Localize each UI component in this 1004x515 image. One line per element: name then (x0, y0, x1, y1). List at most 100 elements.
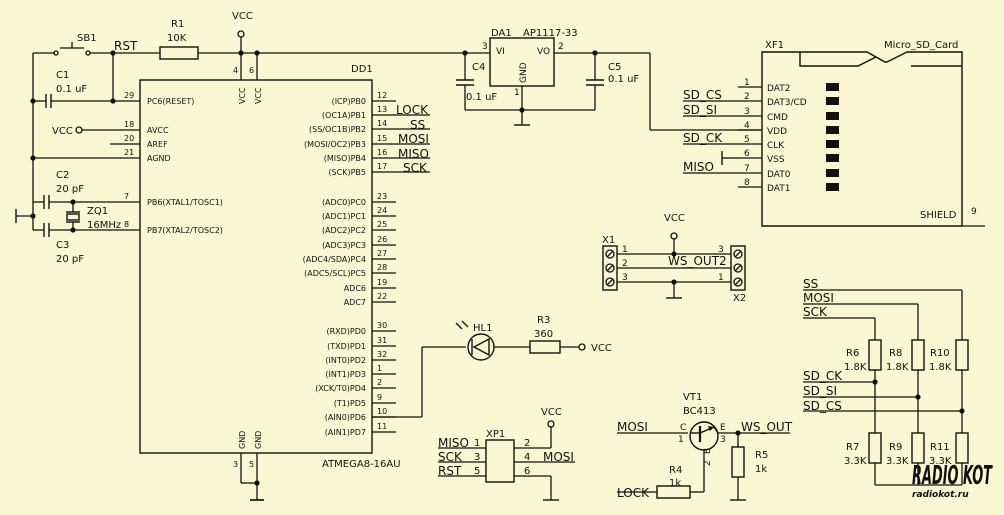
mcu-right-pin-name: (ADC3)PC3 (322, 241, 366, 250)
reset-circuit: SB1 RST R1 10K VCC C1 0.1 uF VCC (15, 11, 465, 265)
x1-pin-3: 3 (622, 273, 628, 283)
sd-pin-net: MISO (683, 160, 714, 174)
div-net-sd-si: SD_SI (803, 384, 837, 398)
watermark-brand: RADIO KOT (912, 461, 993, 491)
mcu-pin-num-3: 3 (233, 460, 238, 469)
div-net-sd-ck: SD_CK (803, 369, 843, 383)
ws-out-label: WS_OUT (741, 420, 793, 434)
da1-gnd: GND (519, 62, 529, 83)
mcu-right-pin-num: 31 (377, 336, 387, 345)
mcu-dd1: DD1 ATMEGA8-16AU 4 6 VCC VCC GND GND 3 5… (124, 64, 430, 501)
r4-ref: R4 (669, 465, 682, 476)
r5-value: 1k (755, 464, 767, 475)
mcu-right-pin-num: 32 (377, 350, 387, 359)
x1-ref: X1 (602, 235, 615, 246)
mcu-right-pin-name: (TXD)PD1 (327, 342, 366, 351)
net-lock: LOCK (396, 103, 429, 117)
div-net-sck: SCK (803, 305, 828, 319)
xp1-pin-3: 3 (474, 452, 480, 463)
vt1-part: BC413 (683, 406, 716, 417)
mcu-left-pin-num: 21 (124, 148, 134, 157)
led-hl1: HL1 R3 360 VCC (372, 315, 612, 418)
vcc-label-xp1: VCC (541, 407, 562, 418)
mcu-right-pin-num: 22 (377, 292, 387, 301)
r8-ref: R8 (889, 348, 902, 359)
sb1-ref: SB1 (77, 33, 97, 44)
vt1-ref: VT1 (683, 392, 702, 403)
mcu-right-pin-name: (INT0)PD2 (325, 356, 366, 365)
sd-name: Micro_SD_Card (884, 40, 958, 51)
sd-pin-num: 5 (744, 135, 750, 145)
r10-value: 1.8K (929, 362, 952, 373)
sd-contact-pad (826, 126, 839, 134)
vcc-label-top: VCC (232, 11, 253, 22)
mcu-left-pin-num: 7 (124, 192, 129, 201)
mcu-left-pin-name: PB6(XTAL1/TOSC1) (147, 198, 223, 207)
r3-resistor (529, 340, 561, 354)
xp1-net-sck: SCK (438, 450, 463, 464)
sd-pin-name: VSS (767, 155, 785, 165)
mcu-left-pin-name: AGND (147, 154, 171, 163)
connector-x1-x2: X1 1 2 3 3 1 X2 WS_OUT2 VCC (602, 213, 746, 304)
sd-pin-num: 7 (744, 164, 750, 174)
mcu-right-pin-num: 26 (377, 235, 387, 244)
mcu-right-pin-num: 28 (377, 263, 387, 272)
c3-ref: C3 (56, 240, 69, 251)
sd-pin-net: SD_CS (683, 88, 722, 102)
x2-ref: X2 (733, 293, 746, 304)
sd-pin-name: DAT3/CD (767, 98, 807, 108)
sd-pin-num: 2 (744, 92, 750, 102)
mcu-right-pin-name: (SCK)PB5 (328, 168, 366, 177)
mcu-right-pin-num: 23 (377, 192, 387, 201)
x2-pin-3: 3 (718, 245, 724, 255)
r9-value: 3.3K (886, 456, 909, 467)
mcu-right-pin-num: 27 (377, 249, 387, 258)
mcu-right-pin-name: (RXD)PD0 (326, 327, 366, 336)
sd-pin-num: 8 (744, 178, 750, 188)
sd-contact-pad (826, 112, 839, 120)
r9-ref: R9 (889, 442, 902, 453)
sd-pin-name: DAT2 (767, 84, 790, 94)
sd-pin-name: CLK (767, 141, 785, 151)
mcu-right-pin-num: 16 (377, 148, 387, 157)
mcu-right-pin-name: (SS/OC1B)PB2 (309, 125, 366, 134)
mcu-left-pin-num: 29 (124, 91, 134, 100)
r6-resistor (868, 339, 882, 371)
r5-resistor (731, 446, 745, 478)
vt1-pin-2: 2 (703, 460, 713, 466)
micro-sd-card-xf1: XF1 Micro_SD_Card 1DAT22DAT3/CDSD_CS3CMD… (683, 40, 985, 227)
sd-contact-pad (826, 140, 839, 148)
x2-pin-1: 1 (718, 273, 724, 283)
c5-value: 0.1 uF (608, 74, 639, 85)
r5-ref: R5 (755, 450, 768, 461)
da1-n3: 3 (482, 42, 488, 52)
xp1-net-mosi: MOSI (543, 450, 574, 464)
mcu-right-pin-name: (ADC2)PC2 (322, 226, 366, 235)
net-sck: SCK (403, 161, 428, 175)
sd-pin-num: 3 (744, 107, 750, 117)
c1-ref: C1 (56, 70, 69, 81)
sd-contact-pad (826, 83, 839, 91)
c3-value: 20 pF (56, 254, 84, 265)
mcu-right-pin-name: (OC1A)PB1 (322, 111, 366, 120)
sd-pin-net: SD_CK (683, 131, 723, 145)
zq1-value: 16MHz (87, 220, 121, 231)
mcu-left-pin-name: PB7(XTAL2/TOSC2) (147, 226, 223, 235)
da1-ref: DA1 (491, 28, 512, 39)
mcu-ref: DD1 (351, 64, 373, 75)
vt1-net-lock: LOCK (617, 486, 650, 500)
x1-pin-2: 2 (622, 259, 628, 269)
mcu-right-pin-num: 11 (377, 422, 387, 431)
vt1-pin-c: C (680, 423, 686, 433)
mcu-right-pin-num: 15 (377, 134, 387, 143)
sd-outline (761, 51, 963, 227)
sd-pin-num: 6 (744, 149, 750, 159)
sd-contact-pad (826, 169, 839, 177)
mcu-right-pin-num: 1 (377, 364, 382, 373)
watermark: RADIO KOT radiokot.ru (912, 461, 993, 500)
mcu-right-pin-num: 9 (377, 393, 382, 402)
mcu-net-labels: LOCK SS MOSI MISO SCK (396, 103, 429, 175)
mcu-right-pin-name: (AIN0)PD6 (325, 413, 366, 422)
r3-ref: R3 (537, 315, 550, 326)
